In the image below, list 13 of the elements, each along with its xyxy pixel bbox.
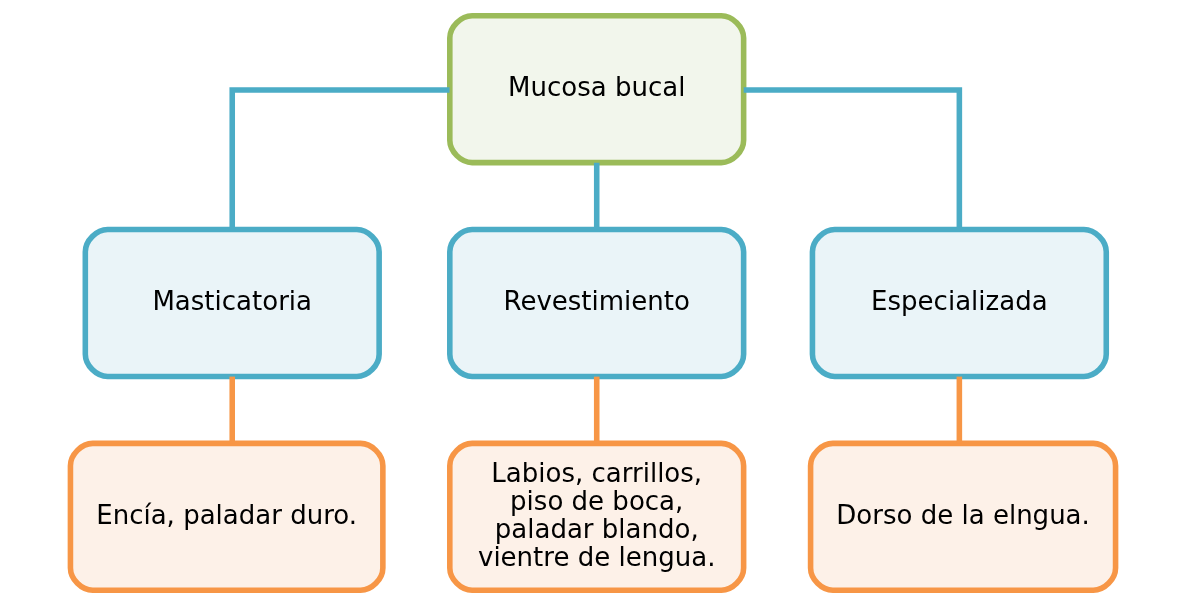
connector	[956, 376, 962, 444]
connector	[228, 376, 235, 444]
connector	[593, 376, 599, 444]
node-box: Encía, paladar duro.	[67, 440, 386, 594]
node-box: Masticatoria	[82, 226, 382, 380]
connector	[743, 87, 962, 230]
node-box: Dorso de la elngua.	[807, 440, 1118, 594]
node-box: Mucosa bucal	[446, 12, 746, 166]
node-box: Revestimiento	[446, 226, 746, 380]
connector	[228, 87, 449, 230]
node-box: Labios, carrillos, piso de boca, paladar blando, vientre de lengua.	[446, 440, 746, 594]
connector	[593, 162, 599, 230]
node-box: Especializada	[809, 226, 1109, 380]
